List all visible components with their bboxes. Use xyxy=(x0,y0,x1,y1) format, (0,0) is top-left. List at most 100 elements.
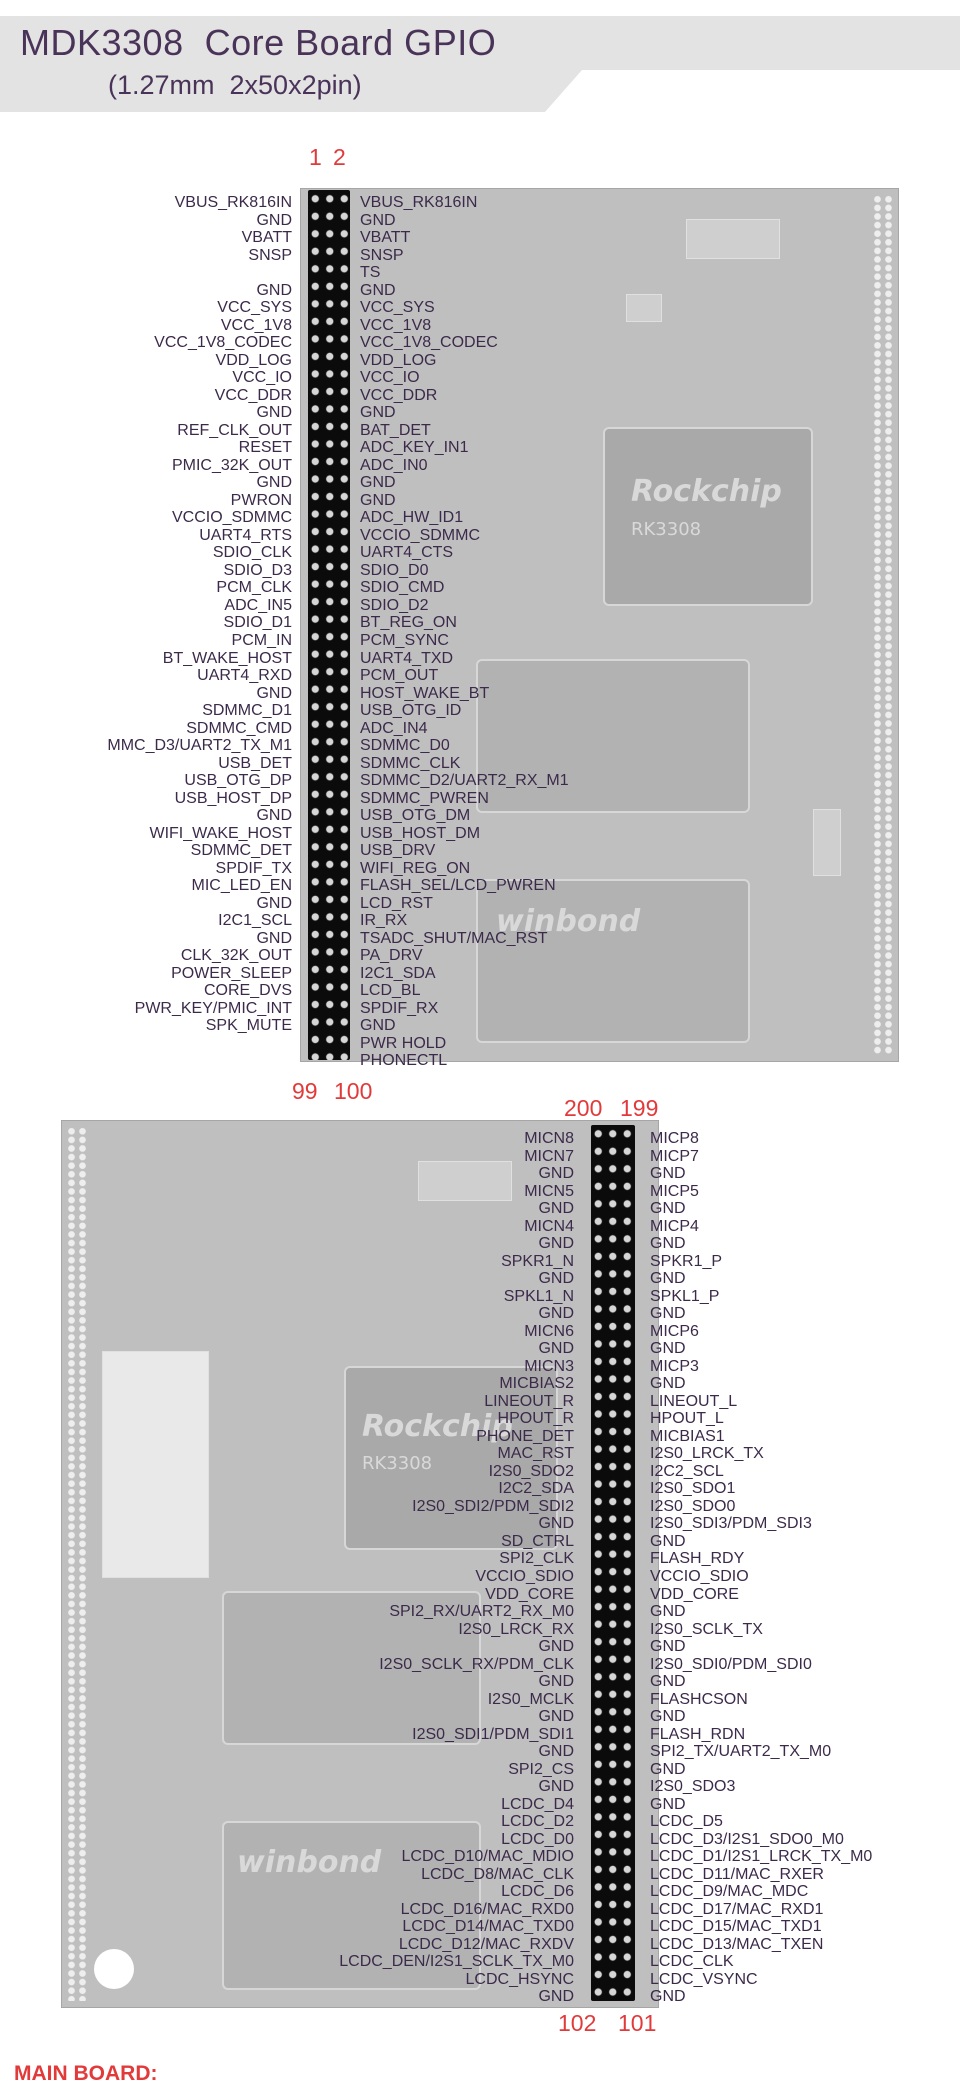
upper-left-pin-label-30: SDMMC_D1 xyxy=(202,702,292,720)
upper-left-pin-label-44: CLK_32K_OUT xyxy=(180,947,292,965)
upper-flash-chip xyxy=(476,879,750,1043)
upper-right-pin-label-36: USB_OTG_DM xyxy=(360,807,471,825)
upper-wifi-module xyxy=(476,659,750,813)
pin-number-99: 99 xyxy=(292,1078,318,1104)
upper-right-pin-label-11: VCC_IO xyxy=(360,369,420,387)
upper-left-pin-label-15: RESET xyxy=(238,439,292,457)
lower-left-pin-label-42: LCDC_D10/MAC_MDIO xyxy=(401,1848,574,1866)
lower-left-pin-label-6: MICN4 xyxy=(524,1217,574,1235)
upper-left-pin-label-22: SDIO_D3 xyxy=(223,561,292,579)
pin-number-102: 102 xyxy=(558,2010,597,2036)
lower-right-pin-label-32: GND xyxy=(650,1673,686,1691)
lower-left-pin-label-7: GND xyxy=(538,1235,574,1253)
upper-right-pin-label-43: TSADC_SHUT/MAC_RST xyxy=(360,929,548,947)
lower-soc-chip xyxy=(344,1366,558,1550)
lower-left-pin-label-20: I2S0_SDO2 xyxy=(488,1462,574,1480)
lower-right-pin-label-41: LCDC_D3/I2S1_SDO0_M0 xyxy=(650,1830,844,1848)
lower-left-pin-label-28: SPI2_RX/UART2_RX_M0 xyxy=(389,1603,574,1621)
lower-left-pin-label-11: GND xyxy=(538,1305,574,1323)
upper-right-pin-label-17: GND xyxy=(360,474,396,492)
lower-right-pin-label-1: MICP8 xyxy=(650,1130,699,1147)
upper-left-pin-label-31: SDMMC_CMD xyxy=(186,719,292,737)
lower-wifi-module xyxy=(222,1591,481,1745)
upper-pin-header xyxy=(308,190,350,1060)
upper-left-pin-label-20: UART4_RTS xyxy=(199,526,292,544)
lower-left-pin-label-44: LCDC_D6 xyxy=(501,1883,574,1901)
upper-left-pin-label-29: GND xyxy=(256,684,292,702)
upper-left-pin-label-13: GND xyxy=(256,404,292,422)
upper-left-pin-label-42: I2C1_SCL xyxy=(218,912,292,930)
upper-left-pin-label-27: BT_WAKE_HOST xyxy=(162,649,292,667)
lower-left-pin-label-1: MICN8 xyxy=(524,1130,574,1147)
upper-right-pin-label-31: ADC_IN4 xyxy=(360,719,428,737)
upper-left-pin-label-28: UART4_RXD xyxy=(197,667,292,685)
lower-battery-connector xyxy=(418,1161,512,1201)
upper-left-pin-label-25: SDIO_D1 xyxy=(223,614,292,632)
upper-right-pin-label-19: ADC_HW_ID1 xyxy=(360,509,464,527)
upper-right-pin-label-20: VCCIO_SDMMC xyxy=(360,526,481,544)
lower-left-pin-label-46: LCDC_D14/MAC_TXD0 xyxy=(402,1918,574,1936)
lower-right-pin-label-23: I2S0_SDI3/PDM_SDI3 xyxy=(650,1515,812,1533)
upper-right-pin-label-38: USB_DRV xyxy=(360,842,436,860)
lower-left-pin-label-17: HPOUT_R xyxy=(497,1410,574,1428)
lower-right-pin-label-48: LCDC_CLK xyxy=(650,1953,734,1971)
upper-right-pin-label-16: ADC_IN0 xyxy=(360,456,428,474)
upper-soc-part-label: RK3308 xyxy=(631,519,702,540)
lower-left-pin-label-13: GND xyxy=(538,1340,574,1358)
lower-left-pin-label-31: I2S0_SCLK_RX/PDM_CLK xyxy=(379,1655,574,1673)
lower-left-pin-label-30: GND xyxy=(538,1638,574,1656)
lower-right-pin-label-17: HPOUT_L xyxy=(650,1410,724,1428)
upper-flash-logo: winbond xyxy=(496,904,641,939)
lower-module-shield xyxy=(102,1351,209,1578)
upper-left-pin-label-23: PCM_CLK xyxy=(216,579,292,597)
lower-left-pin-label-3: GND xyxy=(538,1165,574,1183)
upper-left-pin-label-9: VCC_1V8_CODEC xyxy=(154,334,292,352)
lower-left-pin-label-41: LCDC_D0 xyxy=(501,1830,574,1848)
lower-left-pin-label-24: SD_CTRL xyxy=(501,1532,574,1550)
lower-left-pin-label-48: LCDC_DEN/I2S1_SCLK_TX_M0 xyxy=(339,1953,574,1971)
lower-right-pin-label-31: I2S0_SDI0/PDM_SDI0 xyxy=(650,1655,812,1673)
lower-right-pin-label-25: FLASH_RDY xyxy=(650,1550,745,1568)
page-title: MDK3308 Core Board GPIO xyxy=(20,22,497,63)
lower-right-pin-label-39: GND xyxy=(650,1795,686,1813)
lower-flash-chip xyxy=(222,1821,481,1990)
lower-right-pin-label-3: GND xyxy=(650,1165,686,1183)
lower-left-pin-label-49: LCDC_HSYNC xyxy=(465,1970,574,1988)
lower-right-pin-label-27: VDD_CORE xyxy=(650,1585,739,1603)
lower-left-pin-label-35: I2S0_SDI1/PDM_SDI1 xyxy=(412,1725,574,1743)
upper-left-pin-label-43: GND xyxy=(256,929,292,947)
lower-left-pin-label-40: LCDC_D2 xyxy=(501,1813,574,1831)
lower-right-pin-label-13: GND xyxy=(650,1340,686,1358)
lower-right-pin-label-29: I2S0_SCLK_TX xyxy=(650,1620,763,1638)
lower-left-pin-label-29: I2S0_LRCK_RX xyxy=(458,1620,574,1638)
upper-left-pin-label-46: CORE_DVS xyxy=(203,982,292,1000)
lower-right-pin-label-11: GND xyxy=(650,1305,686,1323)
upper-right-pin-label-9: VCC_1V8_CODEC xyxy=(360,334,498,352)
lower-left-pin-label-50: GND xyxy=(538,1988,574,2006)
lower-right-pin-label-37: GND xyxy=(650,1760,686,1778)
lower-left-pin-label-37: SPI2_CS xyxy=(508,1760,574,1778)
lower-right-pin-label-15: GND xyxy=(650,1375,686,1393)
upper-right-pin-label-47: SPDIF_RX xyxy=(360,999,439,1017)
upper-left-pin-label-36: GND xyxy=(256,807,292,825)
lower-left-pin-label-38: GND xyxy=(538,1778,574,1796)
upper-right-pin-label-25: BT_REG_ON xyxy=(360,614,457,632)
lower-right-pin-label-47: LCDC_D13/MAC_TXEN xyxy=(650,1935,824,1953)
upper-right-pin-label-5: TS xyxy=(360,264,381,282)
upper-right-pin-label-46: LCD_BL xyxy=(360,982,421,1000)
pin-number-2: 2 xyxy=(333,144,346,170)
upper-left-pin-label-2: GND xyxy=(256,211,292,229)
lower-right-pin-label-9: GND xyxy=(650,1270,686,1288)
lower-right-pin-label-42: LCDC_D1/I2S1_LRCK_TX_M0 xyxy=(650,1848,873,1866)
upper-right-pin-label-28: PCM_OUT xyxy=(360,667,439,685)
upper-crystal xyxy=(626,294,662,322)
upper-left-pin-label-26: PCM_IN xyxy=(231,632,292,649)
upper-right-pin-label-14: BAT_DET xyxy=(360,421,431,439)
upper-soc-logo: Rockchip xyxy=(631,474,782,509)
lower-left-pin-label-12: MICN6 xyxy=(524,1322,574,1340)
lower-right-pin-label-38: I2S0_SDO3 xyxy=(650,1778,736,1796)
lower-flash-logo: winbond xyxy=(237,1845,382,1880)
lower-right-pin-label-30: GND xyxy=(650,1638,686,1656)
upper-right-pin-label-13: GND xyxy=(360,404,396,422)
lower-right-pin-label-49: LCDC_VSYNC xyxy=(650,1970,758,1988)
